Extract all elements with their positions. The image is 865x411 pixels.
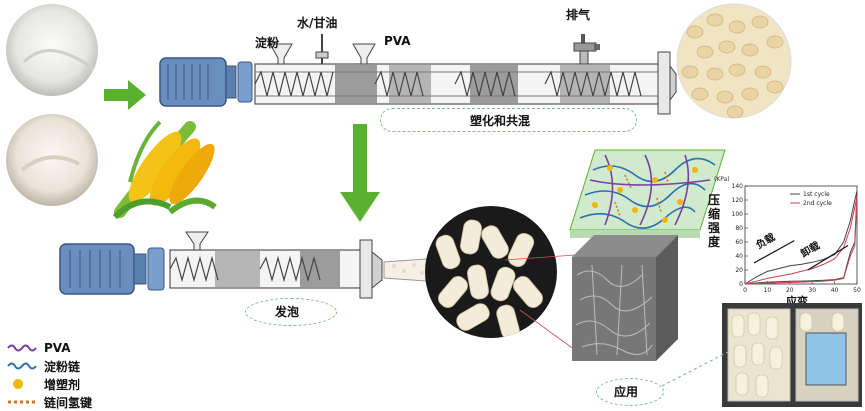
chart-frame xyxy=(744,185,858,285)
arrow-unload xyxy=(807,244,849,271)
label-plasticize-blend: 塑化和共混 xyxy=(470,114,531,128)
green-arrow-down-icon xyxy=(340,124,380,222)
liquid-inlet-icon xyxy=(315,34,329,64)
y-tick-label: 40 xyxy=(735,253,743,260)
sem-micrograph-cube xyxy=(572,235,678,361)
x-tick-label: 50 xyxy=(853,287,861,294)
y-tick-label: 100 xyxy=(732,211,744,218)
legend-pva: PVA xyxy=(7,340,71,356)
y-tick-label: 80 xyxy=(735,225,743,232)
label-exhaust: 排气 xyxy=(566,8,591,22)
series-line-2 xyxy=(744,196,858,285)
y-tick-label: 140 xyxy=(732,183,744,190)
legend-label: 增塑剂 xyxy=(44,377,81,392)
hopper-bottom-icon xyxy=(185,231,209,251)
foam-pieces-image xyxy=(425,206,557,338)
yellow-dot-icon xyxy=(13,379,23,389)
label-water-glycerol: 水/甘油 xyxy=(297,16,338,30)
corn-image xyxy=(112,120,217,220)
zoom-connector-lines xyxy=(504,254,576,351)
y-tick-label: 0 xyxy=(739,281,743,288)
x-tick-label: 0 xyxy=(743,287,747,294)
x-tick-label: 40 xyxy=(831,287,839,294)
application-oval xyxy=(596,378,664,406)
starch-powder-image-top xyxy=(6,4,98,96)
legend-text-2: 2nd cycle xyxy=(803,200,832,207)
pellets-image xyxy=(676,3,792,119)
legend-label: 链间氢键 xyxy=(44,395,93,410)
application-pointer xyxy=(661,351,729,387)
legend-label: 淀粉链 xyxy=(44,359,81,374)
molecular-network-box xyxy=(569,149,726,238)
blue-wave-icon xyxy=(7,362,37,370)
die-head-top xyxy=(657,51,677,115)
application-image xyxy=(722,303,862,407)
label-application: 应用 xyxy=(614,385,639,399)
compression-chart: 140 120 100 80 60 40 20 00 10 20 30 40 50 1st cycle 2n… xyxy=(732,183,861,294)
x-tick-label: 30 xyxy=(808,287,816,294)
starch-powder-image-bottom xyxy=(6,114,98,206)
extruder-barrel-bottom xyxy=(169,249,365,289)
starch-hopper-icon xyxy=(269,43,293,65)
label-foaming: 发泡 xyxy=(275,305,300,319)
purple-wave-icon xyxy=(7,344,37,352)
y-tick-label: 20 xyxy=(735,267,743,274)
chart-y-label: 压缩强度 xyxy=(708,193,721,249)
green-arrow-right-icon xyxy=(104,80,146,110)
legend-hydrogen-bond: 链间氢键 xyxy=(8,394,92,410)
y-tick-label: 60 xyxy=(735,239,743,246)
annotation-load: 负载 xyxy=(753,230,777,251)
arrow-load xyxy=(753,240,795,264)
legend-plasticizer: 增塑剂 xyxy=(8,376,80,392)
foaming-oval xyxy=(245,298,337,326)
label-pva: PVA xyxy=(384,34,411,48)
series-line-1 xyxy=(744,190,858,285)
exhaust-valve-icon xyxy=(573,34,600,65)
x-tick-label: 20 xyxy=(786,287,794,294)
motor-bottom xyxy=(59,243,165,295)
x-tick-label: 10 xyxy=(764,287,772,294)
annotation-unload: 卸载 xyxy=(798,239,822,260)
pva-hopper-icon xyxy=(352,43,376,65)
motor-top xyxy=(159,57,253,107)
chart-y-unit: (KPa) xyxy=(714,176,730,183)
extruder-barrel-top xyxy=(254,63,660,105)
y-tick-label: 120 xyxy=(732,197,744,204)
plasticize-blend-box xyxy=(380,108,637,132)
legend-starch-chain: 淀粉链 xyxy=(7,358,81,374)
legend-label: PVA xyxy=(44,341,71,355)
die-head-bottom xyxy=(359,239,383,299)
legend-text-1: 1st cycle xyxy=(803,191,830,198)
dotted-line-icon xyxy=(8,400,36,404)
label-starch: 淀粉 xyxy=(255,36,280,50)
